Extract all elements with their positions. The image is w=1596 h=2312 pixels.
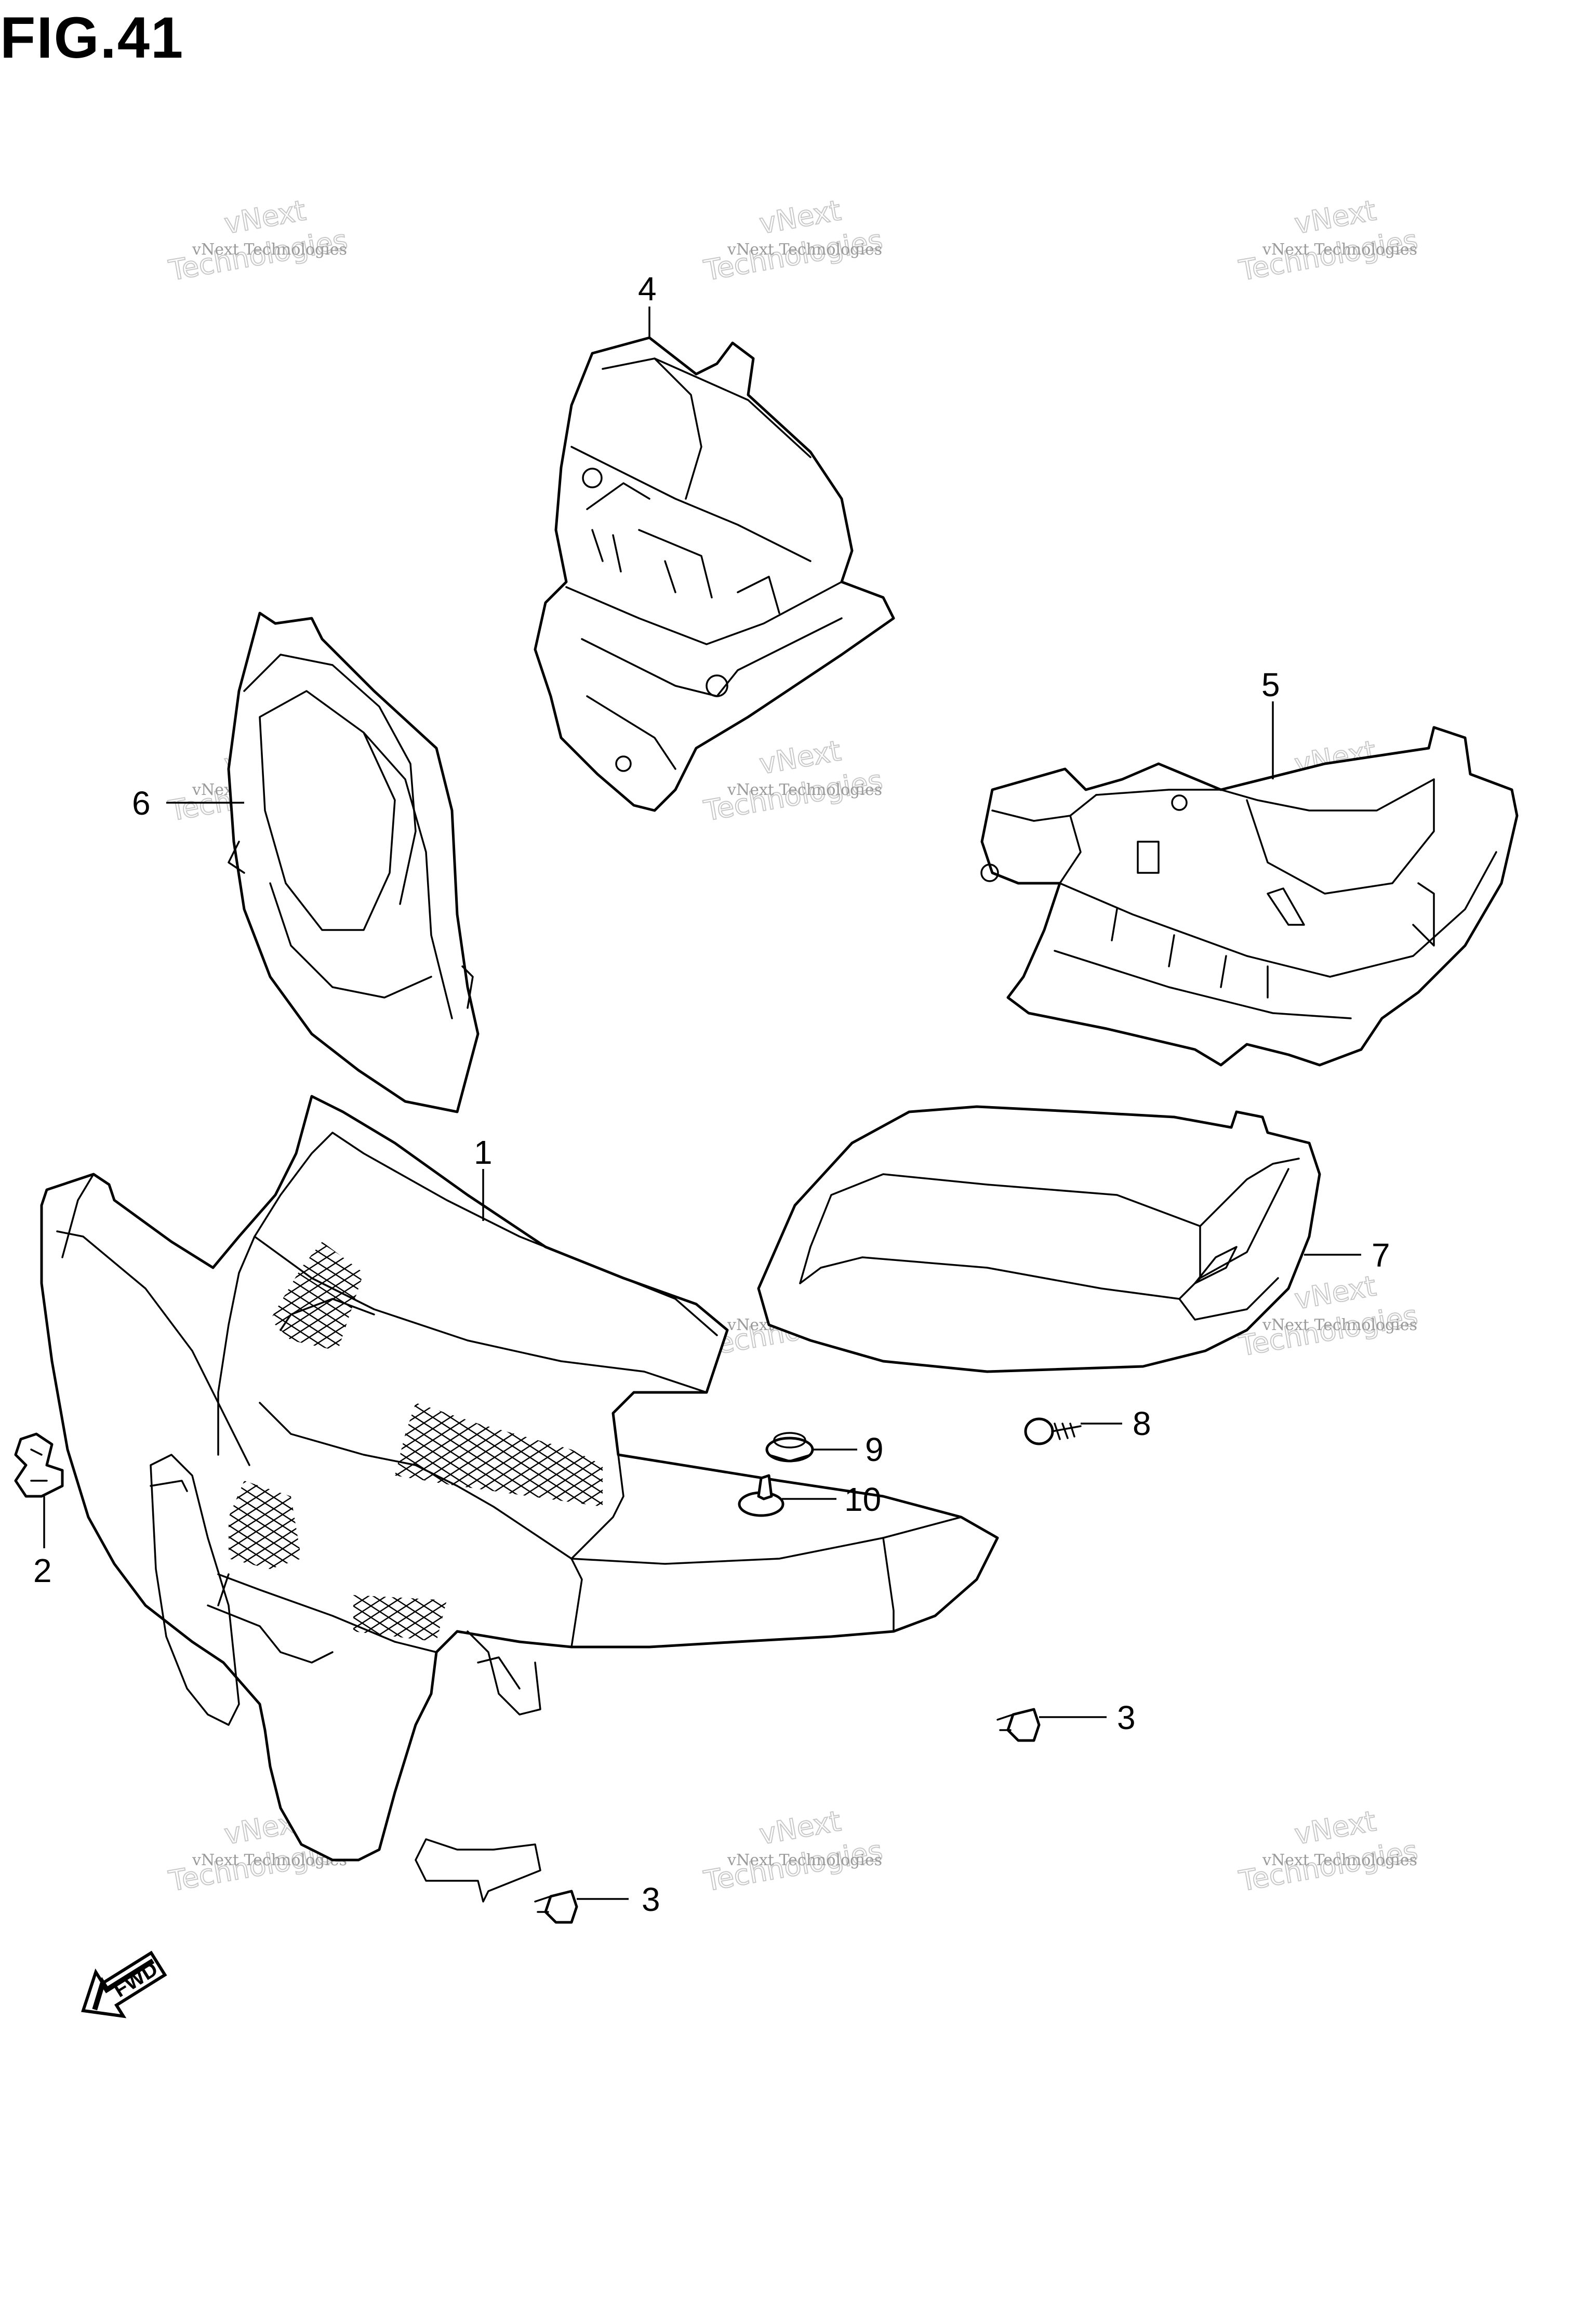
callout-1: 1 (474, 1134, 493, 1171)
part-1-front-fender (40, 1095, 999, 1903)
part-5-lower-bracket (980, 726, 1519, 1067)
part-8-screw (1024, 1417, 1082, 1445)
part-2-emblem (14, 1432, 64, 1498)
callout-9: 9 (865, 1431, 884, 1468)
watermark-text: vNext Technologies (727, 241, 882, 259)
watermark-text: vNext Technologies (1262, 241, 1417, 259)
callout-4: 4 (638, 270, 657, 308)
watermark-text: vNext Technologies (192, 241, 347, 259)
callout-8: 8 (1133, 1405, 1151, 1442)
watermark-text: vNext Technologies (727, 1851, 882, 1869)
callout-3-right: 3 (1117, 1699, 1136, 1736)
fwd-arrow-icon: FWD (81, 1950, 167, 2018)
watermark-text: vNext Technologies (1262, 1851, 1417, 1869)
part-9-grommet (765, 1432, 814, 1463)
callout-5: 5 (1261, 666, 1280, 703)
watermark-text: vNext Technologies (1262, 1316, 1417, 1334)
part-7-right-cover (757, 1105, 1321, 1373)
leader-lines (43, 307, 1361, 1900)
callout-labels: 4 5 6 1 7 8 9 10 3 3 2 (33, 270, 1390, 1918)
callout-10: 10 (844, 1481, 881, 1518)
part-3-clip-right (996, 1708, 1041, 1742)
callout-7: 7 (1372, 1237, 1390, 1274)
part-3-clip-bottom (534, 1890, 578, 1924)
figure-title: FIG.41 (0, 5, 184, 70)
part-10-collar (738, 1474, 784, 1517)
watermark-text: vNext Technologies (727, 781, 882, 799)
part-4-upper-bracket (534, 336, 895, 812)
callout-6: 6 (132, 785, 151, 822)
part-6-left-cover (227, 612, 480, 1113)
callout-2: 2 (33, 1552, 52, 1589)
callout-3-bottom: 3 (642, 1881, 660, 1918)
